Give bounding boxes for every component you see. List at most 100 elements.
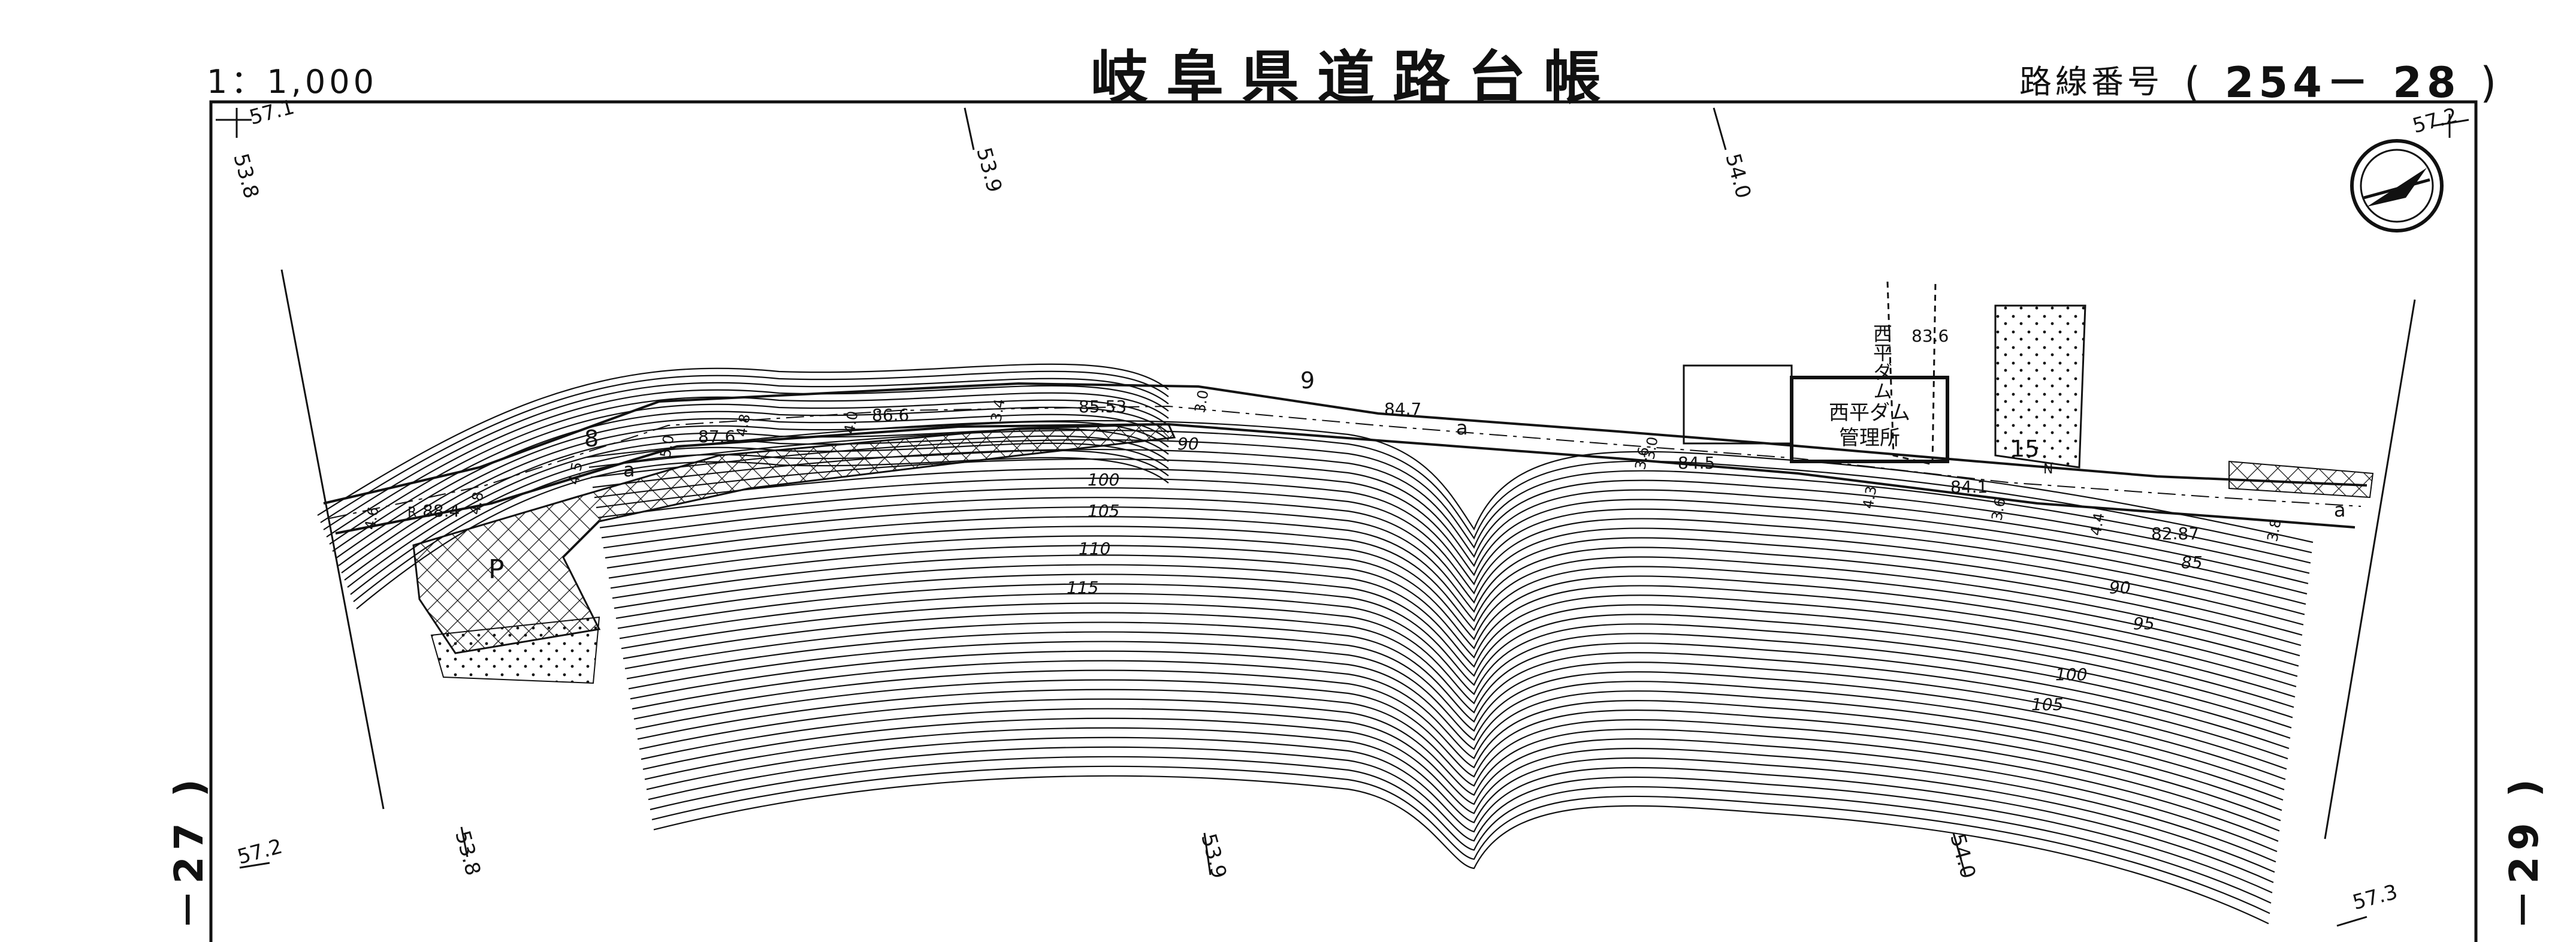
contour-line: [628, 641, 2286, 780]
route-paren-close: ): [2480, 58, 2502, 107]
contour-line: [601, 497, 2304, 626]
road: [323, 382, 2367, 535]
page-title: 岐阜県道路台帳: [1091, 44, 1619, 111]
route-number-value: 254－ 28: [2224, 58, 2461, 107]
contour-value-label: 85: [2181, 552, 2203, 572]
contour-line: [632, 660, 2284, 801]
contour-line: [630, 650, 2285, 790]
parking-label: P: [488, 554, 505, 585]
contour-value-label: 90: [2109, 578, 2131, 597]
contour-value-label: 110: [1079, 539, 1110, 558]
contour-line: [603, 506, 2303, 636]
contour-line-upper: [323, 378, 1169, 530]
contour-value-label: 105: [1088, 501, 1119, 521]
lot-boundary: [1886, 281, 1937, 466]
contour-line: [587, 419, 2314, 544]
contour-value-label: 105: [2031, 695, 2063, 714]
station-8: 8: [584, 425, 599, 452]
width-label: 4.8: [466, 491, 487, 516]
width-label: 4.8: [733, 413, 753, 438]
contour-line: [615, 573, 2294, 708]
contour-line-upper: [326, 385, 1169, 538]
elevation-label: 83.6: [1911, 326, 1949, 346]
width-label: 4.5: [565, 461, 585, 486]
grid-label-bottom-1: 53.9: [1196, 831, 1231, 881]
elevation-label: 85.53: [1079, 397, 1127, 416]
width-label: 4.4: [2087, 512, 2107, 537]
width-label: 3.8: [2264, 518, 2284, 543]
contour-line: [653, 775, 2269, 925]
contour-line: [635, 679, 2281, 822]
grid-label-top-2: 54.0: [1720, 151, 1755, 201]
grid-label-bottom-left-y: 53.8: [450, 828, 485, 878]
width-label: 3.0: [1191, 389, 1212, 414]
grid-label-top-left-x: 57.1: [247, 95, 297, 129]
contour-line: [605, 516, 2302, 647]
grid-label-bottom-2: 54.0: [1945, 831, 1980, 881]
grid-label-top-right-x: 57.2: [2410, 103, 2460, 138]
width-label: 4.6: [361, 506, 382, 531]
map-frame: [209, 100, 2478, 942]
annex-building: [1683, 364, 1793, 445]
elevation-label: 82.87: [2151, 524, 2199, 544]
grid-label-bottom-left-x: 57.2: [235, 834, 285, 869]
contour-line: [621, 602, 2291, 739]
dam-name-vertical: 西平ダム: [1870, 324, 1893, 400]
dotted-area-upper: [1994, 304, 2086, 469]
elevation-label: 84.5: [1678, 453, 1715, 473]
contour-line: [637, 689, 2280, 832]
office-name-line1: 西平ダム: [1829, 401, 1910, 425]
contour-line: [608, 535, 2299, 667]
contour-line: [642, 717, 2276, 863]
contour-value-label: 90: [1177, 434, 1199, 454]
north-arrow-icon: [2350, 139, 2444, 233]
contour-line: [633, 669, 2282, 811]
contour-line: [597, 478, 2306, 605]
grid-label-top-left-y: 53.8: [228, 151, 263, 201]
width-label: 3.0: [1641, 436, 1661, 461]
road-symbol-R: R: [407, 505, 416, 520]
office-name-line2: 管理所: [1839, 426, 1900, 450]
elevation-label: 86.6: [872, 405, 909, 425]
contour-line: [612, 554, 2297, 687]
route-number-label: 路線番号: [2019, 63, 2163, 101]
width-label: 3.4: [987, 398, 1008, 423]
contour-line: [614, 564, 2296, 698]
grid-label-top-1: 53.9: [971, 145, 1006, 195]
route-paren-open: (: [2184, 58, 2206, 107]
contour-line: [624, 621, 2288, 760]
contour-line: [599, 487, 2305, 615]
contour-line: [610, 545, 2298, 677]
contour-line-upper: [317, 363, 1169, 516]
width-label: 3.6: [1988, 497, 2009, 522]
contour-line: [626, 631, 2287, 770]
elevation-label: 88.4: [422, 501, 460, 521]
contour-line-upper: [329, 392, 1169, 545]
contour-value-label: 95: [2133, 614, 2155, 633]
contour-line: [619, 593, 2292, 729]
parking-hatched-area: [412, 423, 1176, 654]
dotted-area: [430, 616, 600, 684]
contour-line: [596, 468, 2308, 595]
contour-line-upper: [320, 370, 1169, 523]
elevation-label: 87.6: [698, 427, 735, 446]
contour-line: [623, 612, 2290, 750]
road-symbol-a-2: a: [1456, 416, 1468, 439]
contour-line: [644, 727, 2275, 873]
elevation-label: 84.1: [1950, 477, 1988, 497]
route-number: ( 254－ 28 ): [2184, 49, 2501, 110]
contour-line: [648, 746, 2273, 893]
width-label: 4.3: [1859, 485, 1880, 510]
road-symbol-N: N: [2043, 462, 2053, 477]
contour-line-upper: [338, 413, 1169, 566]
contour-line: [651, 765, 2270, 914]
contour-line: [646, 736, 2274, 883]
contour-value-label: 100: [1088, 470, 1119, 490]
contour-line: [650, 756, 2272, 904]
contour-line: [641, 708, 2278, 853]
width-label: 5.0: [657, 434, 677, 459]
